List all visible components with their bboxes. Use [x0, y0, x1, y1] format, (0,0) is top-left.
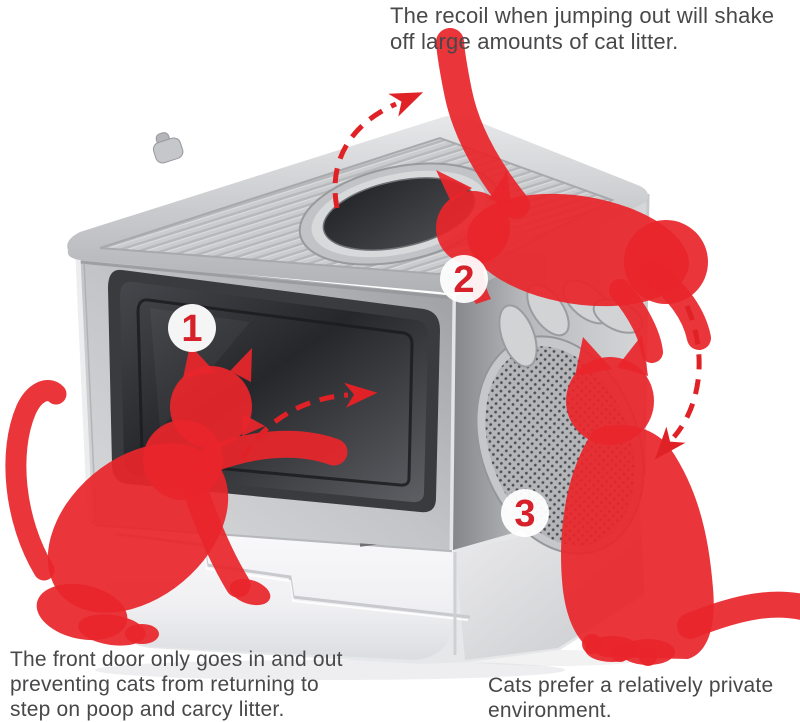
- callout-number-1: 1: [181, 308, 202, 350]
- cat-standing-silhouette: [5, 345, 348, 646]
- cat-jumping-silhouette: [436, 28, 711, 363]
- cat-sitting-silhouette: [561, 335, 800, 666]
- callout-badge-1: 1: [168, 304, 216, 352]
- callout-badge-3: 3: [501, 489, 549, 537]
- lid-hinge-clip: [152, 132, 184, 164]
- caption-recoil: The recoil when jumping out will shake o…: [390, 3, 775, 54]
- caption-front-door: The front door only goes in and out prev…: [10, 648, 343, 721]
- paw-toe: [498, 304, 538, 368]
- callout-badge-2: 2: [440, 255, 488, 303]
- caption-private-environment: Cats prefer a relatively private environ…: [488, 674, 774, 722]
- callout-number-3: 3: [514, 493, 535, 535]
- dashed-arrow-jump-out: [332, 92, 424, 209]
- callout-number-2: 2: [453, 259, 474, 301]
